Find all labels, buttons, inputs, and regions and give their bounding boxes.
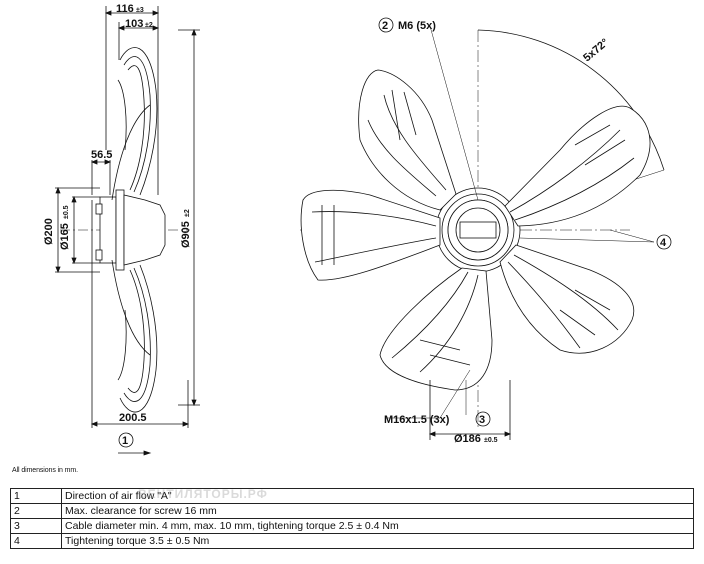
table-row: 1 Direction of air flow "A": [10, 488, 694, 504]
legend-num: 1: [10, 488, 62, 504]
legend-text: Max. clearance for screw 16 mm: [61, 503, 694, 519]
dim-dia-165-tol: ±0.5: [63, 205, 70, 219]
side-view: [55, 6, 200, 456]
fan-blade-left: [300, 189, 441, 281]
dim-dia-186-tol: ±0.5: [484, 437, 498, 444]
dim-dia-165: Ø165: [59, 223, 71, 250]
callout-2-circle: [378, 17, 394, 33]
legend-num: 3: [10, 518, 62, 534]
callout-1-circle: [118, 432, 134, 448]
dim-103-tol: ±2: [145, 22, 153, 29]
dim-200-5: 200.5: [119, 412, 147, 424]
dim-103: 103: [125, 18, 143, 30]
dim-angle: 5x72°: [581, 37, 611, 65]
legend-num: 4: [10, 533, 62, 549]
fan-blade-top: [358, 69, 457, 211]
dim-56-5: 56.5: [91, 149, 112, 161]
fan-technical-drawing: 116 ±3 103 ±2 56.5 200.5 Ø200 Ø165 ±0.5 …: [43, 3, 672, 456]
legend-num: 2: [10, 503, 62, 519]
callout-2: 2: [382, 20, 388, 32]
callout-3: 3: [479, 414, 485, 426]
units-note: All dimensions in mm.: [12, 467, 78, 474]
front-view: [300, 25, 665, 440]
fan-blade-upper-right: [504, 106, 651, 227]
dim-dia-200: Ø200: [43, 218, 55, 245]
dim-dia-905-tol: ±2: [184, 209, 191, 217]
dim-dia-905: Ø905: [180, 221, 192, 248]
table-row: 2 Max. clearance for screw 16 mm: [10, 503, 694, 519]
legend-text: Tightening torque 3.5 ± 0.5 Nm: [61, 533, 694, 549]
dim-m16: M16x1.5 (3x): [384, 414, 450, 426]
dim-dia-186: Ø186: [454, 433, 481, 445]
legend-table: 1 Direction of air flow "A" 2 Max. clear…: [10, 488, 694, 549]
callout-1: 1: [122, 435, 128, 447]
watermark: ВЕНТИЛЯТОРЫ.РФ: [138, 487, 268, 501]
legend-text: Cable diameter min. 4 mm, max. 10 mm, ti…: [61, 518, 694, 534]
dim-116-tol: ±3: [136, 7, 144, 14]
fan-blade-lower-right: [499, 244, 635, 354]
callout-4-circle: [656, 234, 672, 250]
dim-116: 116: [116, 3, 134, 15]
table-row: 4 Tightening torque 3.5 ± 0.5 Nm: [10, 533, 694, 549]
legend-text: Direction of air flow "A": [61, 488, 694, 504]
fan-blade-bottom: [379, 267, 493, 391]
callout-4: 4: [660, 237, 667, 249]
dim-m6: M6 (5x): [398, 20, 436, 32]
callout-3-circle: [475, 411, 491, 427]
table-row: 3 Cable diameter min. 4 mm, max. 10 mm, …: [10, 518, 694, 534]
